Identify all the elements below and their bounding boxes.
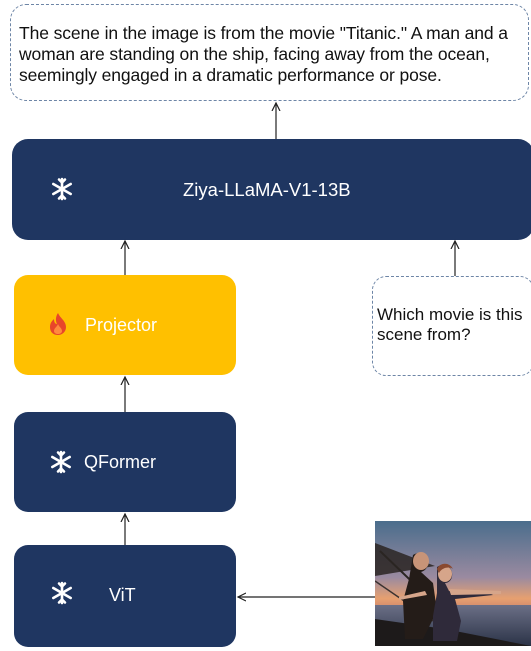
snowflake-icon (50, 581, 74, 610)
snowflake-icon (50, 177, 74, 206)
question-text: Which movie is this scene from? (377, 305, 523, 344)
fire-icon (47, 312, 69, 341)
llm-block: Ziya-LLaMA-V1-13B (12, 139, 531, 240)
qformer-block: QFormer (14, 412, 236, 512)
llm-label: Ziya-LLaMA-V1-13B (183, 179, 351, 200)
qformer-label: QFormer (84, 452, 156, 472)
projector-label: Projector (85, 315, 158, 335)
titanic-scene-photo (374, 521, 531, 646)
snowflake-icon (49, 450, 73, 479)
vit-label: ViT (109, 585, 136, 605)
question-box: Which movie is this scene from? (372, 276, 531, 376)
output-text-box: The scene in the image is from the movie… (10, 4, 529, 101)
projector-block: Projector (14, 275, 236, 375)
vit-block: ViT (14, 545, 236, 647)
output-text: The scene in the image is from the movie… (19, 23, 508, 85)
